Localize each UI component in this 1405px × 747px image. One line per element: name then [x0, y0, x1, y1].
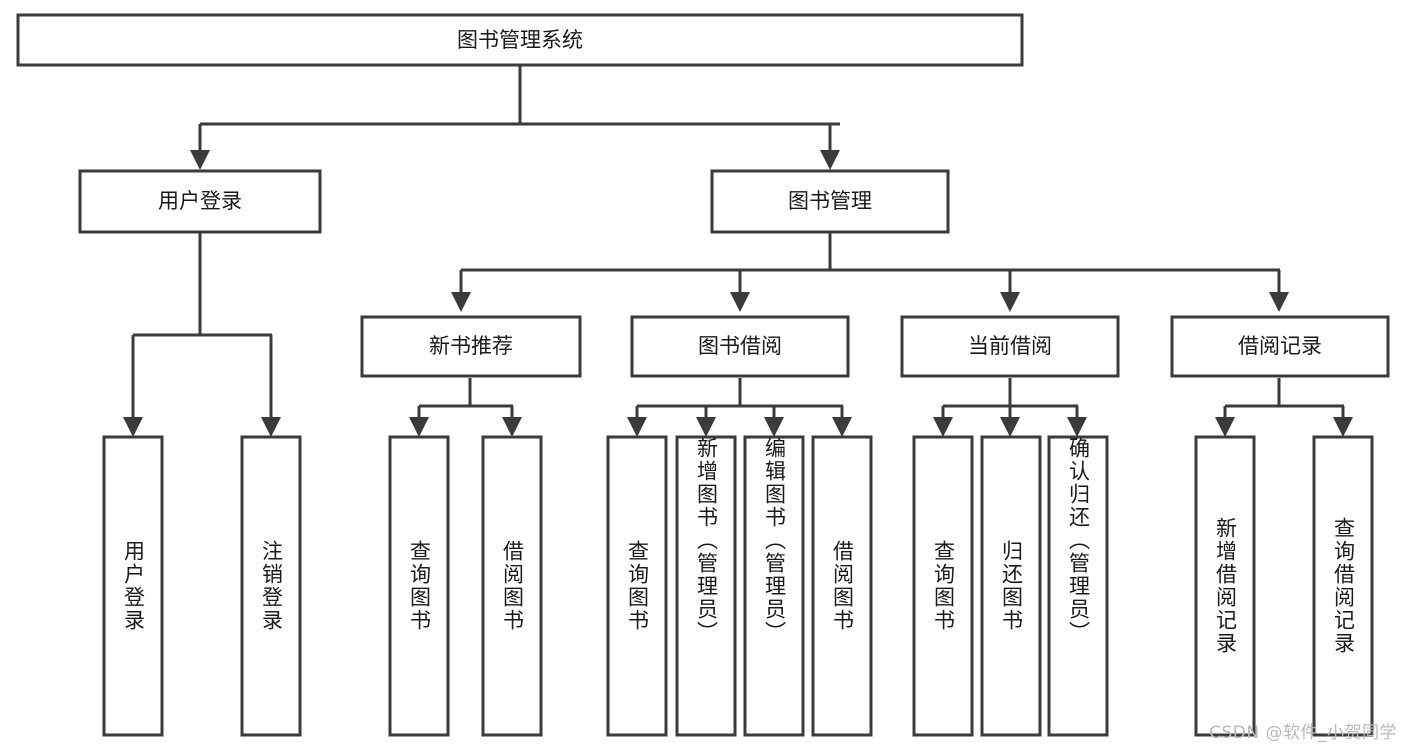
connectors-borrow-record-to-leaves [1215, 378, 1353, 437]
connectors-book-borrow-to-leaves [627, 378, 852, 437]
node-root-book-management-system[interactable] [16, 13, 1024, 67]
node-leaf-query-book-2[interactable] [606, 435, 668, 737]
connectors-user-login-to-leaves [123, 232, 281, 437]
node-new-book-recommend[interactable] [360, 315, 582, 378]
node-leaf-borrow-book-2[interactable] [811, 435, 873, 737]
node-current-borrow[interactable] [900, 315, 1120, 378]
node-leaf-add-record[interactable] [1194, 435, 1256, 737]
node-user-login[interactable] [78, 169, 322, 234]
node-leaf-add-book[interactable] [675, 435, 737, 737]
node-book-borrow[interactable] [630, 315, 850, 378]
connectors-new-book-recommend-to-leaves [409, 378, 522, 437]
connectors-book-management-to-level3 [451, 232, 1289, 312]
node-book-management[interactable] [710, 169, 950, 234]
connectors-current-borrow-to-leaves [933, 378, 1087, 437]
node-current-borrow-label: 当前借阅 [968, 334, 1052, 358]
csdn-watermark: CSDN @软件_小贺同学 [1209, 723, 1397, 743]
node-user-login-label: 用户登录 [158, 189, 242, 213]
node-book-management-label: 图书管理 [788, 189, 872, 213]
node-leaf-edit-book[interactable] [743, 435, 805, 737]
node-book-borrow-label: 图书借阅 [698, 334, 782, 358]
connectors-root-to-level2 [190, 66, 840, 170]
node-leaf-query-book-1[interactable] [388, 435, 450, 737]
node-leaf-borrow-book-1[interactable] [481, 435, 543, 737]
node-leaf-query-record[interactable] [1312, 435, 1374, 737]
node-leaf-logout-login[interactable] [240, 435, 302, 737]
node-borrow-record-label: 借阅记录 [1238, 334, 1322, 358]
node-leaf-user-login[interactable] [102, 435, 164, 737]
node-borrow-record[interactable] [1170, 315, 1390, 378]
node-new-book-recommend-label: 新书推荐 [429, 334, 513, 358]
node-leaf-query-book-3[interactable] [912, 435, 974, 737]
node-leaf-return-book[interactable] [980, 435, 1042, 737]
node-root-label: 图书管理系统 [457, 28, 583, 52]
node-leaf-confirm-return[interactable] [1047, 435, 1109, 737]
